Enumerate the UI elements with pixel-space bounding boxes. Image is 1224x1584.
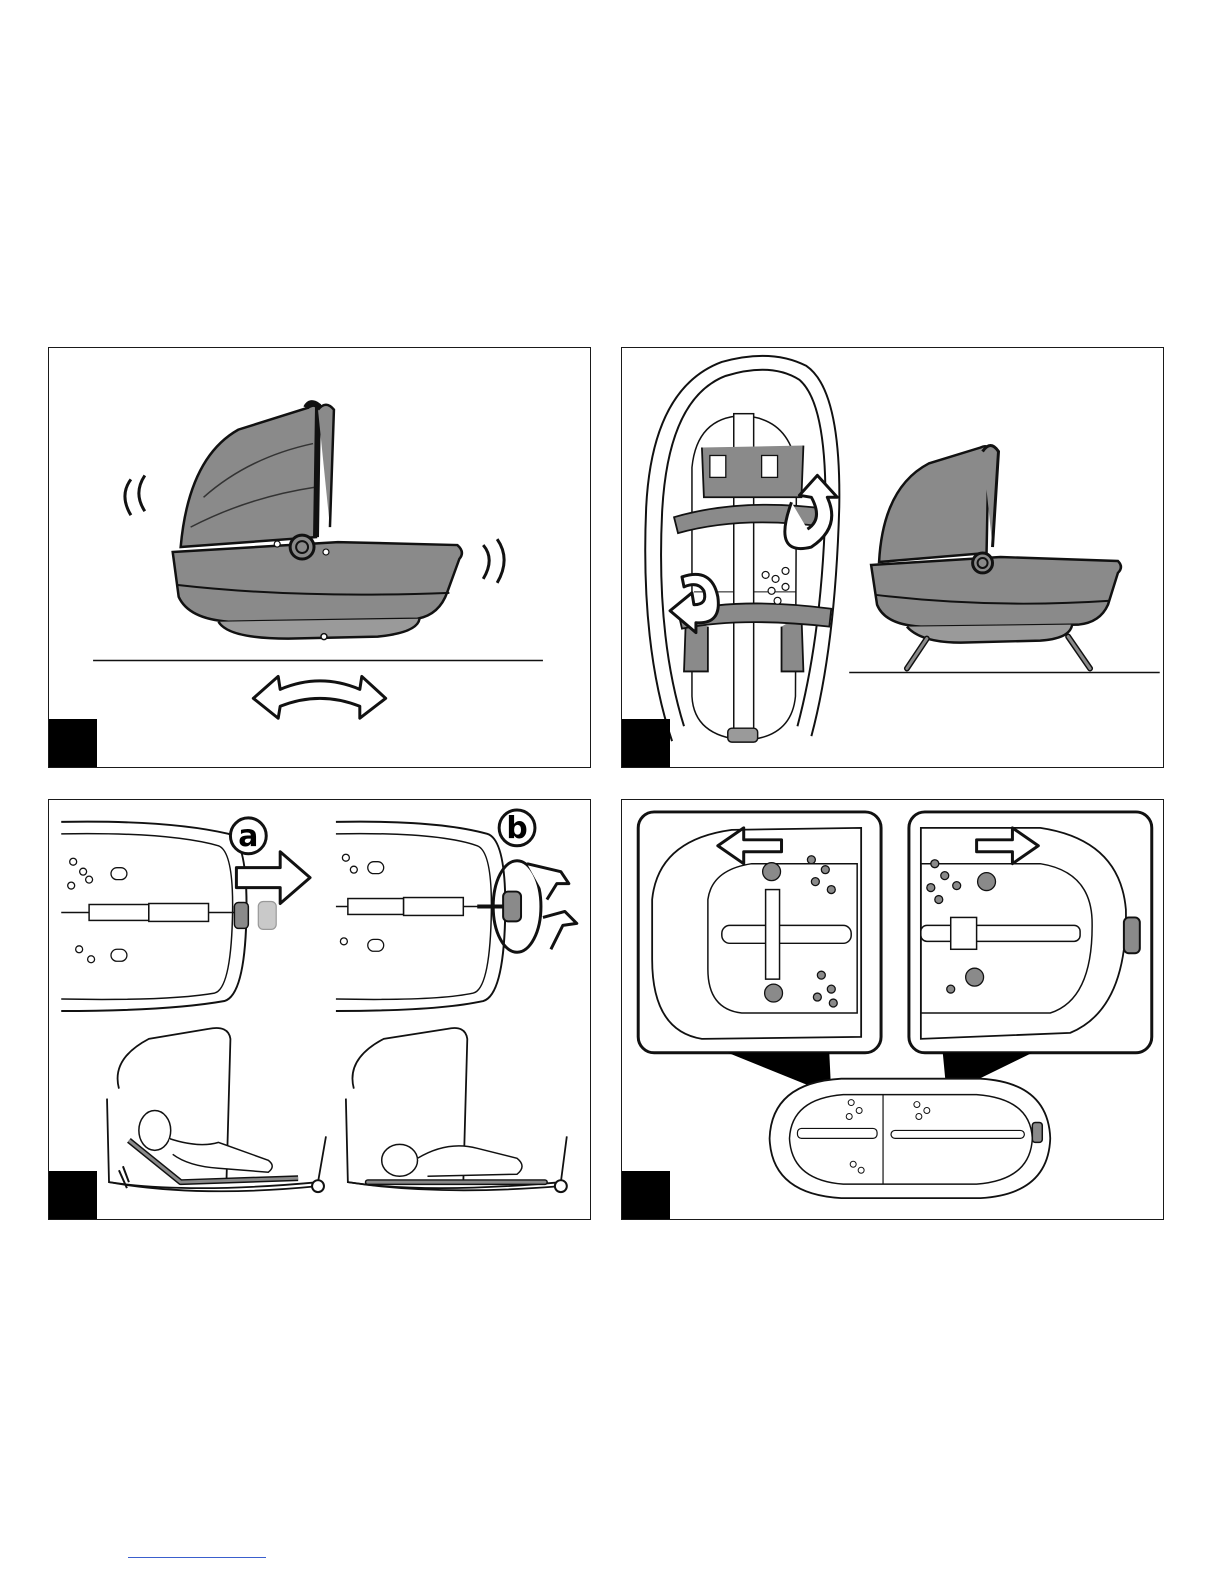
bassinet-stand-illustration xyxy=(622,348,1163,767)
bassinet-rocking-illustration xyxy=(49,348,590,767)
figure-panel-recline: a b xyxy=(48,799,591,1220)
figure-number-tab xyxy=(622,719,670,767)
figure-panel-rocking xyxy=(48,347,591,768)
figure-number-tab xyxy=(49,719,97,767)
callout-b: b xyxy=(506,811,527,846)
crossbar-detail-illustration xyxy=(622,800,1163,1219)
footer-rule xyxy=(128,1557,266,1558)
recline-knob-illustration: a b xyxy=(49,800,590,1219)
figure-panel-crossbar xyxy=(621,799,1164,1220)
figure-number-tab xyxy=(49,1171,97,1219)
figure-panel-stand xyxy=(621,347,1164,768)
figure-number-tab xyxy=(622,1171,670,1219)
callout-a: a xyxy=(238,819,258,854)
